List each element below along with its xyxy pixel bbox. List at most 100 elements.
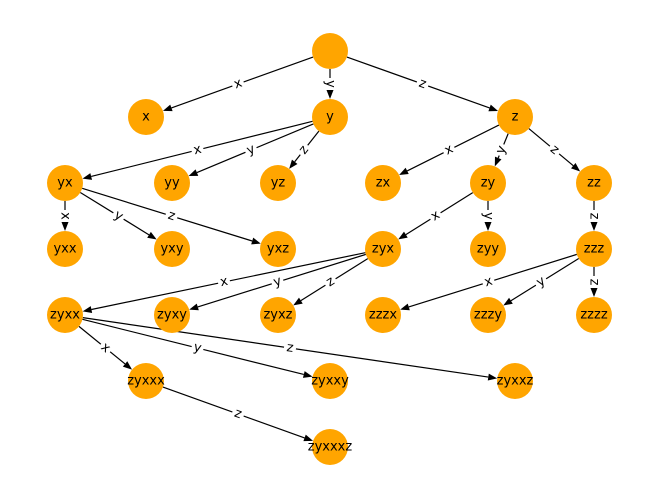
node-zx: zx	[365, 165, 401, 201]
edge-arrowhead	[303, 434, 314, 442]
node-circle	[365, 231, 401, 267]
edge-arrowhead	[162, 104, 173, 112]
node-label: zzz	[584, 242, 605, 257]
edge-label-zy-zyx: x	[426, 206, 445, 226]
edge-arrowhead	[122, 361, 133, 370]
node-label: x	[142, 110, 150, 125]
node-circle	[576, 297, 612, 333]
edge-arrowhead	[484, 222, 492, 231]
edge-label-root-x: x	[229, 74, 247, 93]
node-yy: yy	[154, 165, 190, 201]
edge-label-zy-zyy: y	[481, 210, 496, 222]
edge-arrowhead	[289, 159, 298, 169]
node-circle	[260, 297, 296, 333]
node-circle	[470, 231, 506, 267]
node-x: x	[128, 99, 164, 135]
node-zzzx: zzzx	[365, 297, 401, 333]
edge-label-background	[426, 206, 445, 226]
node-zyx: zyx	[365, 231, 401, 267]
edge-arrowhead	[399, 167, 409, 175]
edge-label-background	[109, 206, 128, 226]
edge-label-zzz-zzzx: x	[480, 272, 497, 291]
edge-label-text: x	[192, 142, 203, 158]
edge-label-zyxx-zyxxz: z	[283, 339, 298, 356]
edge-arrowhead	[400, 303, 410, 311]
edge-label-y-yy: y	[242, 140, 260, 159]
edge-arrowhead	[61, 222, 69, 231]
edge-label-background	[323, 78, 338, 90]
edge-label-background	[229, 74, 247, 93]
edge-label-background	[283, 339, 298, 356]
edge-label-text: y	[323, 80, 338, 88]
edge-label-background	[58, 210, 73, 222]
node-label: z	[512, 110, 519, 125]
node-zz: zz	[576, 165, 612, 201]
edge-label-z-zy: y	[491, 141, 511, 159]
edge-label-root-z: z	[414, 74, 431, 93]
node-label: zyxy	[157, 308, 187, 323]
edge-arrowhead	[188, 169, 199, 177]
node-label: zyxxz	[497, 374, 534, 389]
edge-label-z-zx: x	[440, 140, 458, 159]
edge-label-zyx-zyxz: z	[321, 272, 340, 292]
edge-label-background	[163, 206, 180, 225]
node-circle	[470, 165, 506, 201]
node-circle	[312, 99, 348, 135]
node-z: z	[497, 99, 533, 135]
edge-label-text: z	[417, 76, 429, 92]
node-label: yxy	[160, 242, 183, 257]
edge-label-zyxx-zyxxy: y	[189, 338, 206, 357]
node-zyxxx: zyxxx	[127, 363, 165, 399]
edge-label-z-zz: z	[545, 140, 565, 160]
node-circle	[154, 297, 190, 333]
edge-label-background	[96, 338, 116, 358]
node-circle	[576, 165, 612, 201]
node-circle	[154, 165, 190, 201]
edge-label-background	[545, 140, 565, 160]
node-yz: yz	[260, 165, 296, 201]
edge-arrowhead	[487, 373, 498, 381]
node-label: yxz	[267, 242, 289, 257]
edge-label-text: y	[192, 340, 203, 356]
node-circle	[260, 165, 296, 201]
node-circle	[260, 231, 296, 267]
edge-arrowhead	[251, 237, 261, 245]
node-circle	[312, 429, 348, 465]
node-label: yxx	[53, 242, 76, 257]
edge-label-text: y	[481, 212, 496, 220]
edge-label-background	[321, 272, 340, 292]
node-circle	[365, 297, 401, 333]
edge-arrowhead	[503, 297, 513, 306]
edge-arrowhead	[590, 288, 598, 297]
edge-label-text: z	[232, 406, 244, 422]
node-label: zyxxx	[127, 374, 165, 389]
node-zzzy: zzzy	[470, 297, 506, 333]
node-label: zzzy	[474, 308, 502, 323]
node-circle	[470, 297, 506, 333]
node-circle	[497, 99, 533, 135]
edge-label-background	[216, 272, 232, 291]
node-zzzz: zzzz	[576, 297, 612, 333]
node-label: zyxxy	[311, 374, 349, 389]
node-circle	[576, 231, 612, 267]
edge-label-background	[587, 276, 602, 288]
edge-arrowhead	[398, 231, 408, 240]
edge-label-background	[491, 141, 511, 159]
edge-label-background	[189, 338, 206, 357]
node-zy: zy	[470, 165, 506, 201]
node-zzz: zzz	[576, 231, 612, 267]
node-circle	[47, 165, 83, 201]
node-circle	[128, 363, 164, 399]
node-yxx: yxx	[47, 231, 83, 267]
edge-label-zyx-zyxx: x	[216, 272, 232, 291]
node-zyy: zyy	[470, 231, 506, 267]
node-circle	[312, 33, 348, 69]
node-yxy: yxy	[154, 231, 190, 267]
node-zyxz: zyxz	[260, 297, 296, 333]
edge-arrowhead	[189, 303, 199, 311]
node-circle	[128, 99, 164, 135]
edge-arrowhead	[326, 90, 334, 99]
edge-label-zyxxx-zyxxxz: z	[229, 404, 247, 423]
